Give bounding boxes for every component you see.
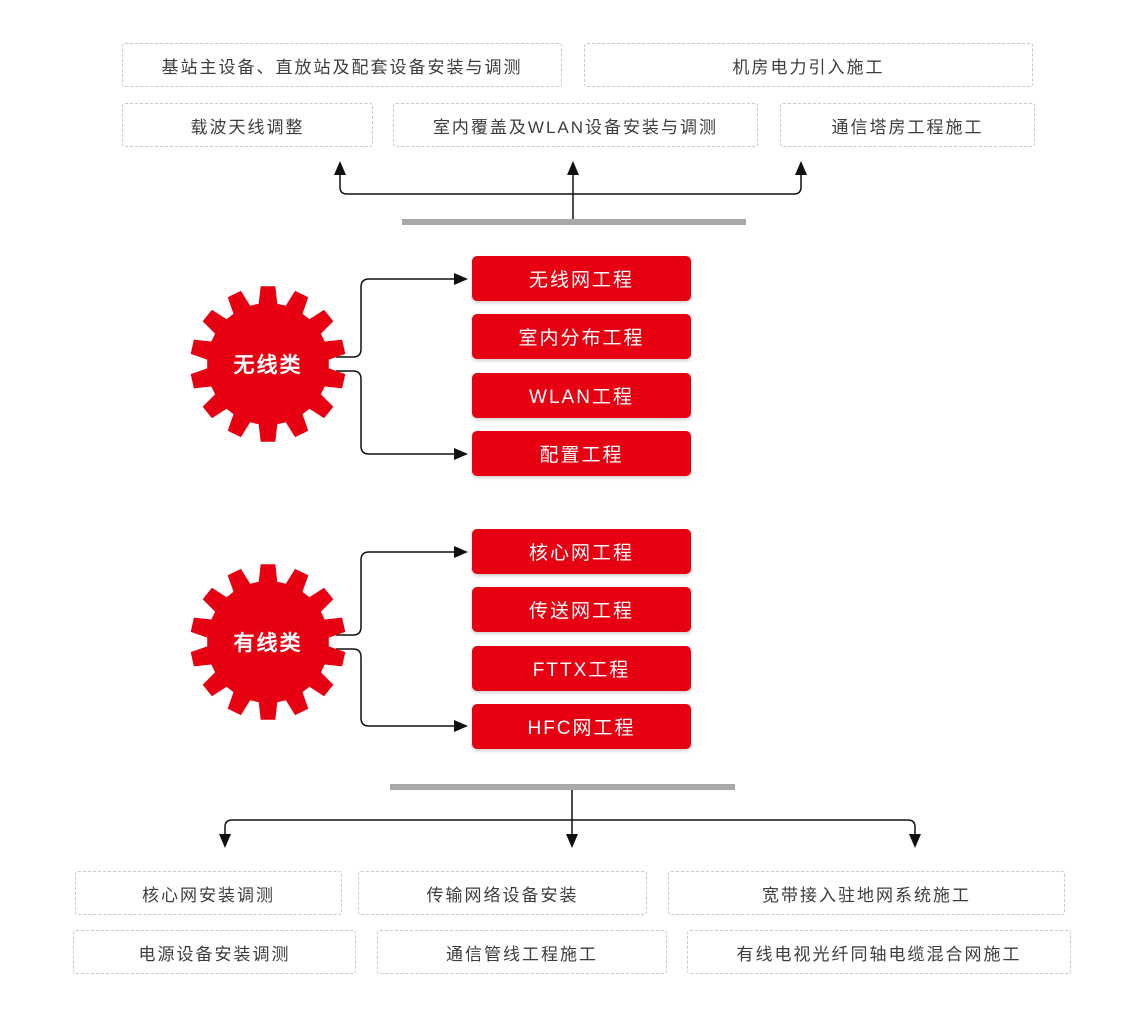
downstream-task-box: 核心网安装调测 [75, 871, 342, 915]
downstream-task-box: 传输网络设备安装 [358, 871, 647, 915]
wireless-lower-arrow [336, 370, 468, 460]
category-label: 有线类 [233, 632, 303, 655]
upstream-task-box: 通信塔房工程施工 [780, 103, 1035, 147]
upstream-task-box: 室内覆盖及WLAN设备安装与调测 [393, 103, 758, 147]
upstream-bracket [334, 161, 807, 195]
upstream-divider-bar [402, 219, 746, 225]
project-box: HFC网工程 [472, 704, 691, 749]
project-box: 核心网工程 [472, 529, 691, 574]
upstream-task-box: 机房电力引入施工 [584, 43, 1033, 87]
project-box: 无线网工程 [472, 256, 691, 301]
downstream-task-box: 宽带接入驻地网系统施工 [668, 871, 1065, 915]
project-box: FTTX工程 [472, 646, 691, 691]
wired-upper-arrow [336, 546, 468, 636]
wireless-upper-arrow [336, 273, 468, 358]
wired-lower-arrow [336, 648, 468, 732]
downstream-task-box: 电源设备安装调测 [73, 930, 356, 974]
downstream-task-box: 有线电视光纤同轴电缆混合网施工 [687, 930, 1071, 974]
project-box: 传送网工程 [472, 587, 691, 632]
gear-shape [190, 564, 346, 720]
category-gear-wired: 有线类 [188, 562, 348, 722]
downstream-divider-bar [390, 784, 735, 790]
project-box: 配置工程 [472, 431, 691, 476]
downstream-bracket [219, 819, 921, 848]
upstream-task-box: 基站主设备、直放站及配套设备安装与调测 [122, 43, 562, 87]
project-box: 室内分布工程 [472, 314, 691, 359]
downstream-task-box: 通信管线工程施工 [377, 930, 667, 974]
category-label: 无线类 [233, 354, 303, 377]
upstream-task-box: 载波天线调整 [122, 103, 373, 147]
category-gear-wireless: 无线类 [188, 284, 348, 444]
gear-shape [190, 286, 346, 442]
project-box: WLAN工程 [472, 373, 691, 418]
